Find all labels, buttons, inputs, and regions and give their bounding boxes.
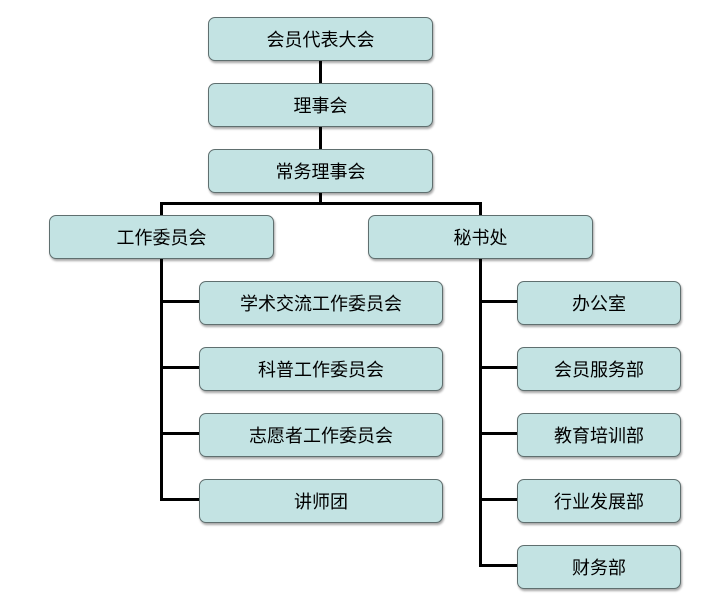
node-volunteer-committee[interactable]: 志愿者工作委员会 (199, 413, 443, 457)
connector-top-2 (319, 126, 322, 150)
node-secretariat[interactable]: 秘书处 (368, 215, 593, 259)
node-lecturer-group[interactable]: 讲师团 (199, 479, 443, 523)
connector-left-child-3 (160, 432, 200, 435)
node-working-committees[interactable]: 工作委员会 (49, 215, 274, 259)
node-education-training[interactable]: 教育培训部 (517, 413, 681, 457)
node-council[interactable]: 理事会 (208, 83, 433, 127)
node-academic-exchange-committee[interactable]: 学术交流工作委员会 (199, 281, 443, 325)
connector-right-child-2 (479, 366, 519, 369)
connector-left-child-4 (160, 498, 200, 501)
connector-branch-left (160, 202, 163, 216)
connector-left-child-2 (160, 366, 200, 369)
connector-top-3 (319, 192, 322, 204)
connector-left-spine (160, 258, 163, 501)
connector-left-child-1 (160, 300, 200, 303)
node-science-popularization-committee[interactable]: 科普工作委员会 (199, 347, 443, 391)
connector-right-child-5 (479, 564, 519, 567)
node-finance[interactable]: 财务部 (517, 545, 681, 589)
node-standing-council[interactable]: 常务理事会 (208, 149, 433, 193)
node-members-congress[interactable]: 会员代表大会 (208, 17, 433, 61)
connector-branch-right (479, 202, 482, 216)
connector-right-child-1 (479, 300, 519, 303)
node-industry-development[interactable]: 行业发展部 (517, 479, 681, 523)
connector-right-child-4 (479, 498, 519, 501)
connector-branch-horizontal (160, 202, 482, 205)
connector-right-spine (479, 258, 482, 567)
connector-top-1 (319, 60, 322, 84)
node-member-services[interactable]: 会员服务部 (517, 347, 681, 391)
connector-right-child-3 (479, 432, 519, 435)
node-office[interactable]: 办公室 (517, 281, 681, 325)
